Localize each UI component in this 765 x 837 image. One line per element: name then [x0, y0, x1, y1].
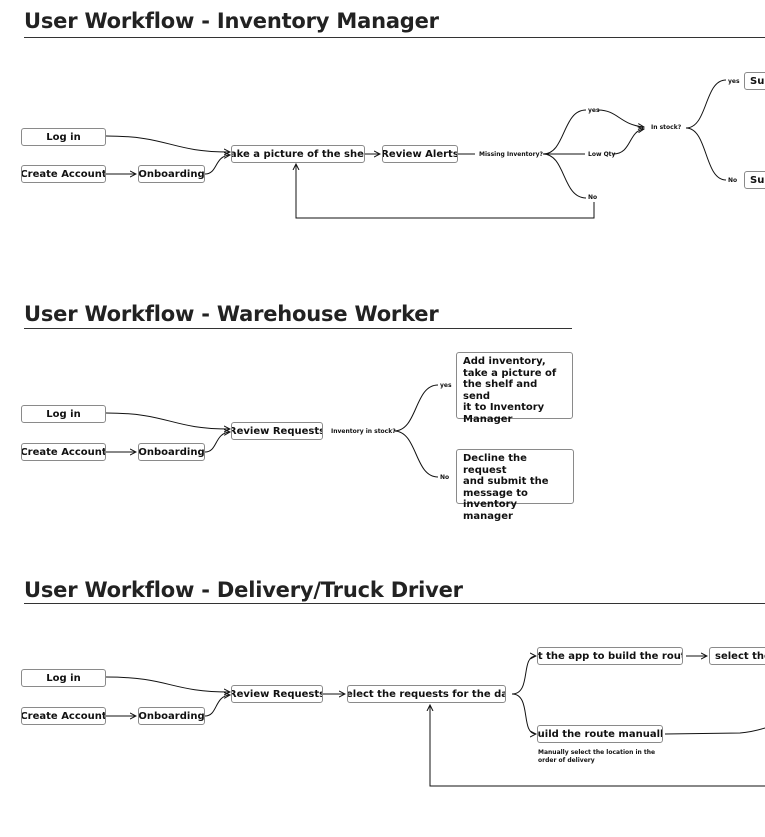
select-requests-node[interactable]: Select the requests for the day: [347, 685, 506, 703]
connector-login-to-review: [105, 412, 230, 429]
section-divider: [24, 603, 765, 604]
connector-onboarding-to-review: [204, 432, 230, 453]
connector-branch-yes: [542, 109, 587, 155]
inventory-in-stock-label: Inventory in stock?: [331, 428, 396, 435]
connector-login-to-review: [105, 676, 230, 692]
connector-loop-back: [430, 705, 765, 787]
app-build-route-node[interactable]: let the app to build the route: [537, 647, 683, 665]
section-divider: [24, 328, 572, 329]
submit-no-node[interactable]: Sub: [744, 171, 765, 189]
onboarding-node[interactable]: Onboarding: [138, 165, 205, 183]
submit-yes-node[interactable]: Sub: [744, 72, 765, 90]
create-account-node[interactable]: Create Account: [21, 707, 106, 725]
branch-yes-label: yes: [588, 107, 600, 114]
connector-branch-no: [542, 153, 587, 199]
connector-select-to-manual: [511, 693, 536, 734]
add-inventory-card[interactable]: Add inventory, take a picture of the she…: [456, 352, 573, 425]
connector-branch-no: [393, 430, 439, 478]
in-stock-yes-label: yes: [728, 78, 740, 85]
section-divider: [24, 37, 765, 38]
connector-manual-continues: [664, 727, 765, 735]
manual-selection-note: Manually select the location in the orde…: [538, 749, 656, 764]
branch-no-label: No: [588, 194, 598, 201]
connector-instock-no: [685, 127, 727, 181]
connector-low-to-instock: [612, 129, 644, 155]
connector-branch-yes: [393, 384, 439, 432]
select-route-node[interactable]: select the r: [709, 647, 765, 665]
section-title-inventory-manager: User Workflow - Inventory Manager: [24, 9, 439, 33]
in-stock-no-label: No: [728, 177, 738, 184]
connector-no-loop-back: [296, 164, 595, 219]
branch-yes-label: yes: [440, 382, 452, 389]
connector-yes-to-instock: [597, 109, 644, 127]
branch-no-label: No: [440, 474, 450, 481]
review-requests-node[interactable]: Review Requests: [231, 685, 323, 703]
connector-login-to-picture: [105, 135, 230, 152]
onboarding-node[interactable]: Onboarding: [138, 707, 205, 725]
section-title-warehouse-worker: User Workflow - Warehouse Worker: [24, 302, 439, 326]
missing-inventory-label: Missing Inventory?: [479, 151, 543, 158]
review-requests-node[interactable]: Review Requests: [231, 422, 323, 440]
log-in-node[interactable]: Log in: [21, 128, 106, 146]
section-title-delivery-driver: User Workflow - Delivery/Truck Driver: [24, 578, 463, 602]
take-picture-node[interactable]: Take a picture of the shelf: [231, 145, 365, 163]
onboarding-node[interactable]: Onboarding: [138, 443, 205, 461]
connector-select-to-app-route: [511, 656, 536, 695]
in-stock-label: In stock?: [651, 124, 682, 131]
log-in-node[interactable]: Log in: [21, 669, 106, 687]
build-manually-node[interactable]: Build the route manually: [537, 725, 663, 743]
decline-request-card[interactable]: Decline the request and submit the messa…: [456, 449, 574, 522]
create-account-node[interactable]: Create Account: [21, 443, 106, 461]
review-alerts-node[interactable]: Review Alerts: [382, 145, 458, 163]
connector-onboarding-to-review: [204, 695, 230, 717]
connector-onboarding-to-picture: [204, 155, 230, 175]
create-account-node[interactable]: Create Account: [21, 165, 106, 183]
connector-instock-yes: [685, 79, 727, 129]
branch-low-qty-label: Low Qty: [588, 151, 616, 158]
log-in-node[interactable]: Log in: [21, 405, 106, 423]
